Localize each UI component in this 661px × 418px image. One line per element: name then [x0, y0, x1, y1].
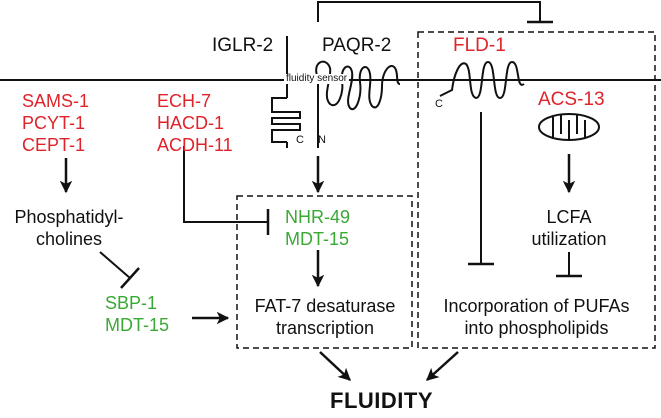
- fat7-transcription-label: FAT-7 desaturase transcription: [238, 295, 412, 339]
- lcfa-utilization-label: LCFA utilization: [514, 206, 624, 250]
- mitochondrion-icon: [538, 113, 600, 141]
- gene-label: PCYT-1: [22, 113, 86, 133]
- fat7-line-2: transcription: [275, 318, 375, 338]
- acs13-label: ACS-13: [538, 89, 605, 110]
- fluidity-sensor-label: fluidity sensor: [284, 73, 350, 84]
- fluidity-title: FLUIDITY: [330, 388, 433, 413]
- gene-label: ECH-7: [157, 91, 212, 111]
- gene-label: CEPT-1: [22, 135, 86, 155]
- arrow-fat7-to-fluidity: [319, 351, 351, 381]
- top-inhibition-connector: [317, 1, 541, 22]
- phospho-line-1: Phosphatidyl-: [14, 207, 124, 227]
- nhr49-gene-group: NHR-49 MDT-15: [285, 206, 350, 250]
- incorp-line-1: Incorporation of PUFAs: [443, 296, 630, 316]
- iglr2-c-terminal: C: [296, 134, 304, 146]
- gene-label: HACD-1: [157, 113, 225, 133]
- arrow-incorp-to-fluidity: [426, 351, 459, 381]
- gene-label: MDT-15: [285, 229, 350, 249]
- fld1-dashed-box: [417, 31, 656, 349]
- fld1-protein: [439, 60, 525, 100]
- inhibition-pc-to-sbp: [99, 251, 131, 279]
- gene-label: NHR-49: [285, 207, 351, 227]
- nhr49-dashed-box: [236, 195, 413, 349]
- gene-label: SAMS-1: [22, 91, 90, 111]
- fld1-c-terminal: C: [435, 98, 443, 110]
- paqr2-label: PAQR-2: [322, 35, 392, 56]
- lcfa-line-2: utilization: [531, 229, 607, 249]
- gene-label: ACDH-11: [157, 135, 233, 155]
- incorp-line-2: into phospholipids: [464, 318, 609, 338]
- iglr2-protein: [271, 36, 301, 148]
- paqr2-protein: [315, 60, 401, 111]
- gene-label: MDT-15: [105, 315, 170, 335]
- paqr2-n-terminal: N: [318, 134, 326, 146]
- inhibition-ech-to-nhr: [183, 146, 268, 223]
- sbp1-gene-group: SBP-1 MDT-15: [105, 292, 169, 336]
- ech-gene-group: ECH-7 HACD-1 ACDH-11: [157, 90, 233, 156]
- iglr2-label: IGLR-2: [212, 35, 274, 56]
- fat7-line-1: FAT-7 desaturase: [254, 296, 396, 316]
- pufa-incorporation-label: Incorporation of PUFAs into phospholipid…: [418, 295, 655, 339]
- phospho-line-2: cholines: [35, 229, 103, 249]
- phosphatidylcholines-label: Phosphatidyl- cholines: [4, 206, 134, 250]
- gene-label: SBP-1: [105, 293, 158, 313]
- sams-gene-group: SAMS-1 PCYT-1 CEPT-1: [22, 90, 89, 156]
- lcfa-line-1: LCFA: [546, 207, 592, 227]
- fld1-label: FLD-1: [453, 35, 506, 56]
